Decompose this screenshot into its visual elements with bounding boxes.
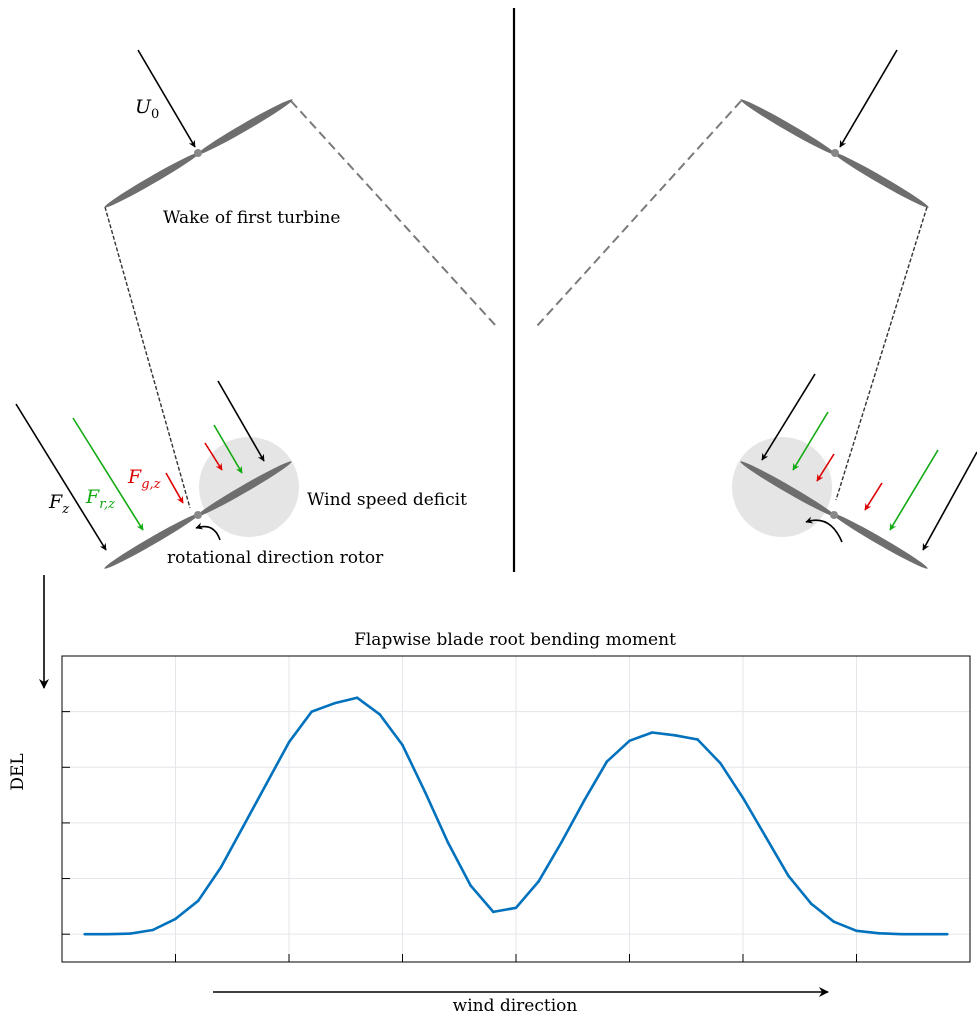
data-point [355, 696, 359, 700]
frz-arrow [792, 411, 829, 471]
data-point [492, 910, 495, 914]
fgz-arrow [204, 442, 223, 471]
data-point [900, 932, 904, 936]
data-point [106, 932, 109, 936]
rotation-arrow [195, 522, 221, 541]
blade [104, 152, 200, 208]
data-point [560, 841, 563, 844]
data-point [650, 731, 654, 734]
data-point [151, 928, 155, 932]
data-point [514, 906, 518, 910]
hub [830, 511, 838, 519]
ylabel: DEL [8, 753, 28, 790]
chart-ticks [62, 711, 857, 962]
inflow-arrow [217, 380, 265, 462]
wake-label: Wake of first turbine [163, 208, 341, 228]
inflow-arrow [839, 49, 898, 148]
frz-arrow [72, 417, 144, 531]
fgz-label: Fg,z [127, 466, 161, 492]
blade [833, 152, 929, 208]
data-point [265, 782, 268, 786]
inflow-arrow [761, 373, 816, 461]
data-point [832, 920, 836, 923]
blade [740, 99, 836, 155]
wake-boundary-line [290, 100, 497, 327]
fz-arrow [15, 403, 107, 551]
wake-boundary-line [536, 100, 742, 327]
fgz-arrow [165, 472, 184, 504]
data-point [310, 710, 314, 713]
hub [194, 149, 202, 157]
downstream-rotor [740, 461, 928, 569]
frz-label: Fr,z [85, 486, 115, 512]
data-point [174, 917, 177, 921]
data-point [877, 932, 881, 935]
data-point [696, 738, 699, 741]
data-point [719, 761, 722, 765]
data-point [401, 743, 404, 747]
blade [197, 99, 293, 155]
data-point [605, 760, 609, 764]
inflow-arrow [137, 49, 196, 148]
right-diagram [536, 49, 977, 569]
frz-arrow [213, 424, 243, 474]
chart-title: Flapwise blade root bending moment [354, 630, 676, 650]
data-point [287, 740, 291, 744]
data-point [923, 932, 926, 936]
fgz-arrow [816, 453, 835, 482]
wake-boundary-line [104, 206, 191, 509]
xlabel: wind direction [453, 996, 578, 1016]
data-point [446, 841, 450, 844]
data-point [809, 902, 813, 905]
data-point [378, 713, 382, 716]
fgz-arrow [864, 482, 883, 511]
data-point [582, 799, 586, 802]
left-diagram: U0 Wake of first turbine Wind speed defi… [15, 49, 497, 569]
data-point [537, 880, 540, 883]
frz-arrow [889, 449, 939, 531]
deficit-label: Wind speed deficit [307, 490, 467, 510]
data-point [855, 929, 858, 933]
data-point [787, 874, 790, 878]
wake-boundary-line [835, 206, 928, 501]
downstream-rotor [104, 461, 292, 569]
u0-label: U0 [135, 96, 159, 122]
data-point [242, 824, 245, 827]
rotation-label: rotational direction rotor [167, 548, 384, 568]
blade [104, 513, 200, 569]
upstream-rotor [104, 99, 293, 208]
data-point [196, 899, 200, 903]
data-point [946, 932, 949, 936]
data-point [128, 932, 132, 935]
data-point [333, 701, 336, 705]
data-point [673, 733, 677, 737]
data-point [219, 866, 223, 869]
hub [831, 149, 839, 157]
blade [740, 461, 836, 517]
data-point [764, 835, 767, 839]
blade [832, 513, 928, 569]
upstream-rotor [740, 99, 929, 208]
data-point [423, 791, 427, 794]
fz-arrow [922, 451, 977, 551]
data-point [741, 796, 745, 800]
chart: Flapwise blade root bending moment DEL w… [8, 575, 971, 1016]
rotation-arrow [805, 516, 843, 543]
hub [194, 511, 202, 519]
data-point [83, 932, 86, 936]
data-point [469, 884, 472, 887]
fz-label: Fz [48, 491, 69, 517]
chart-grid [62, 656, 970, 962]
data-point [628, 739, 631, 743]
blade [196, 461, 292, 517]
